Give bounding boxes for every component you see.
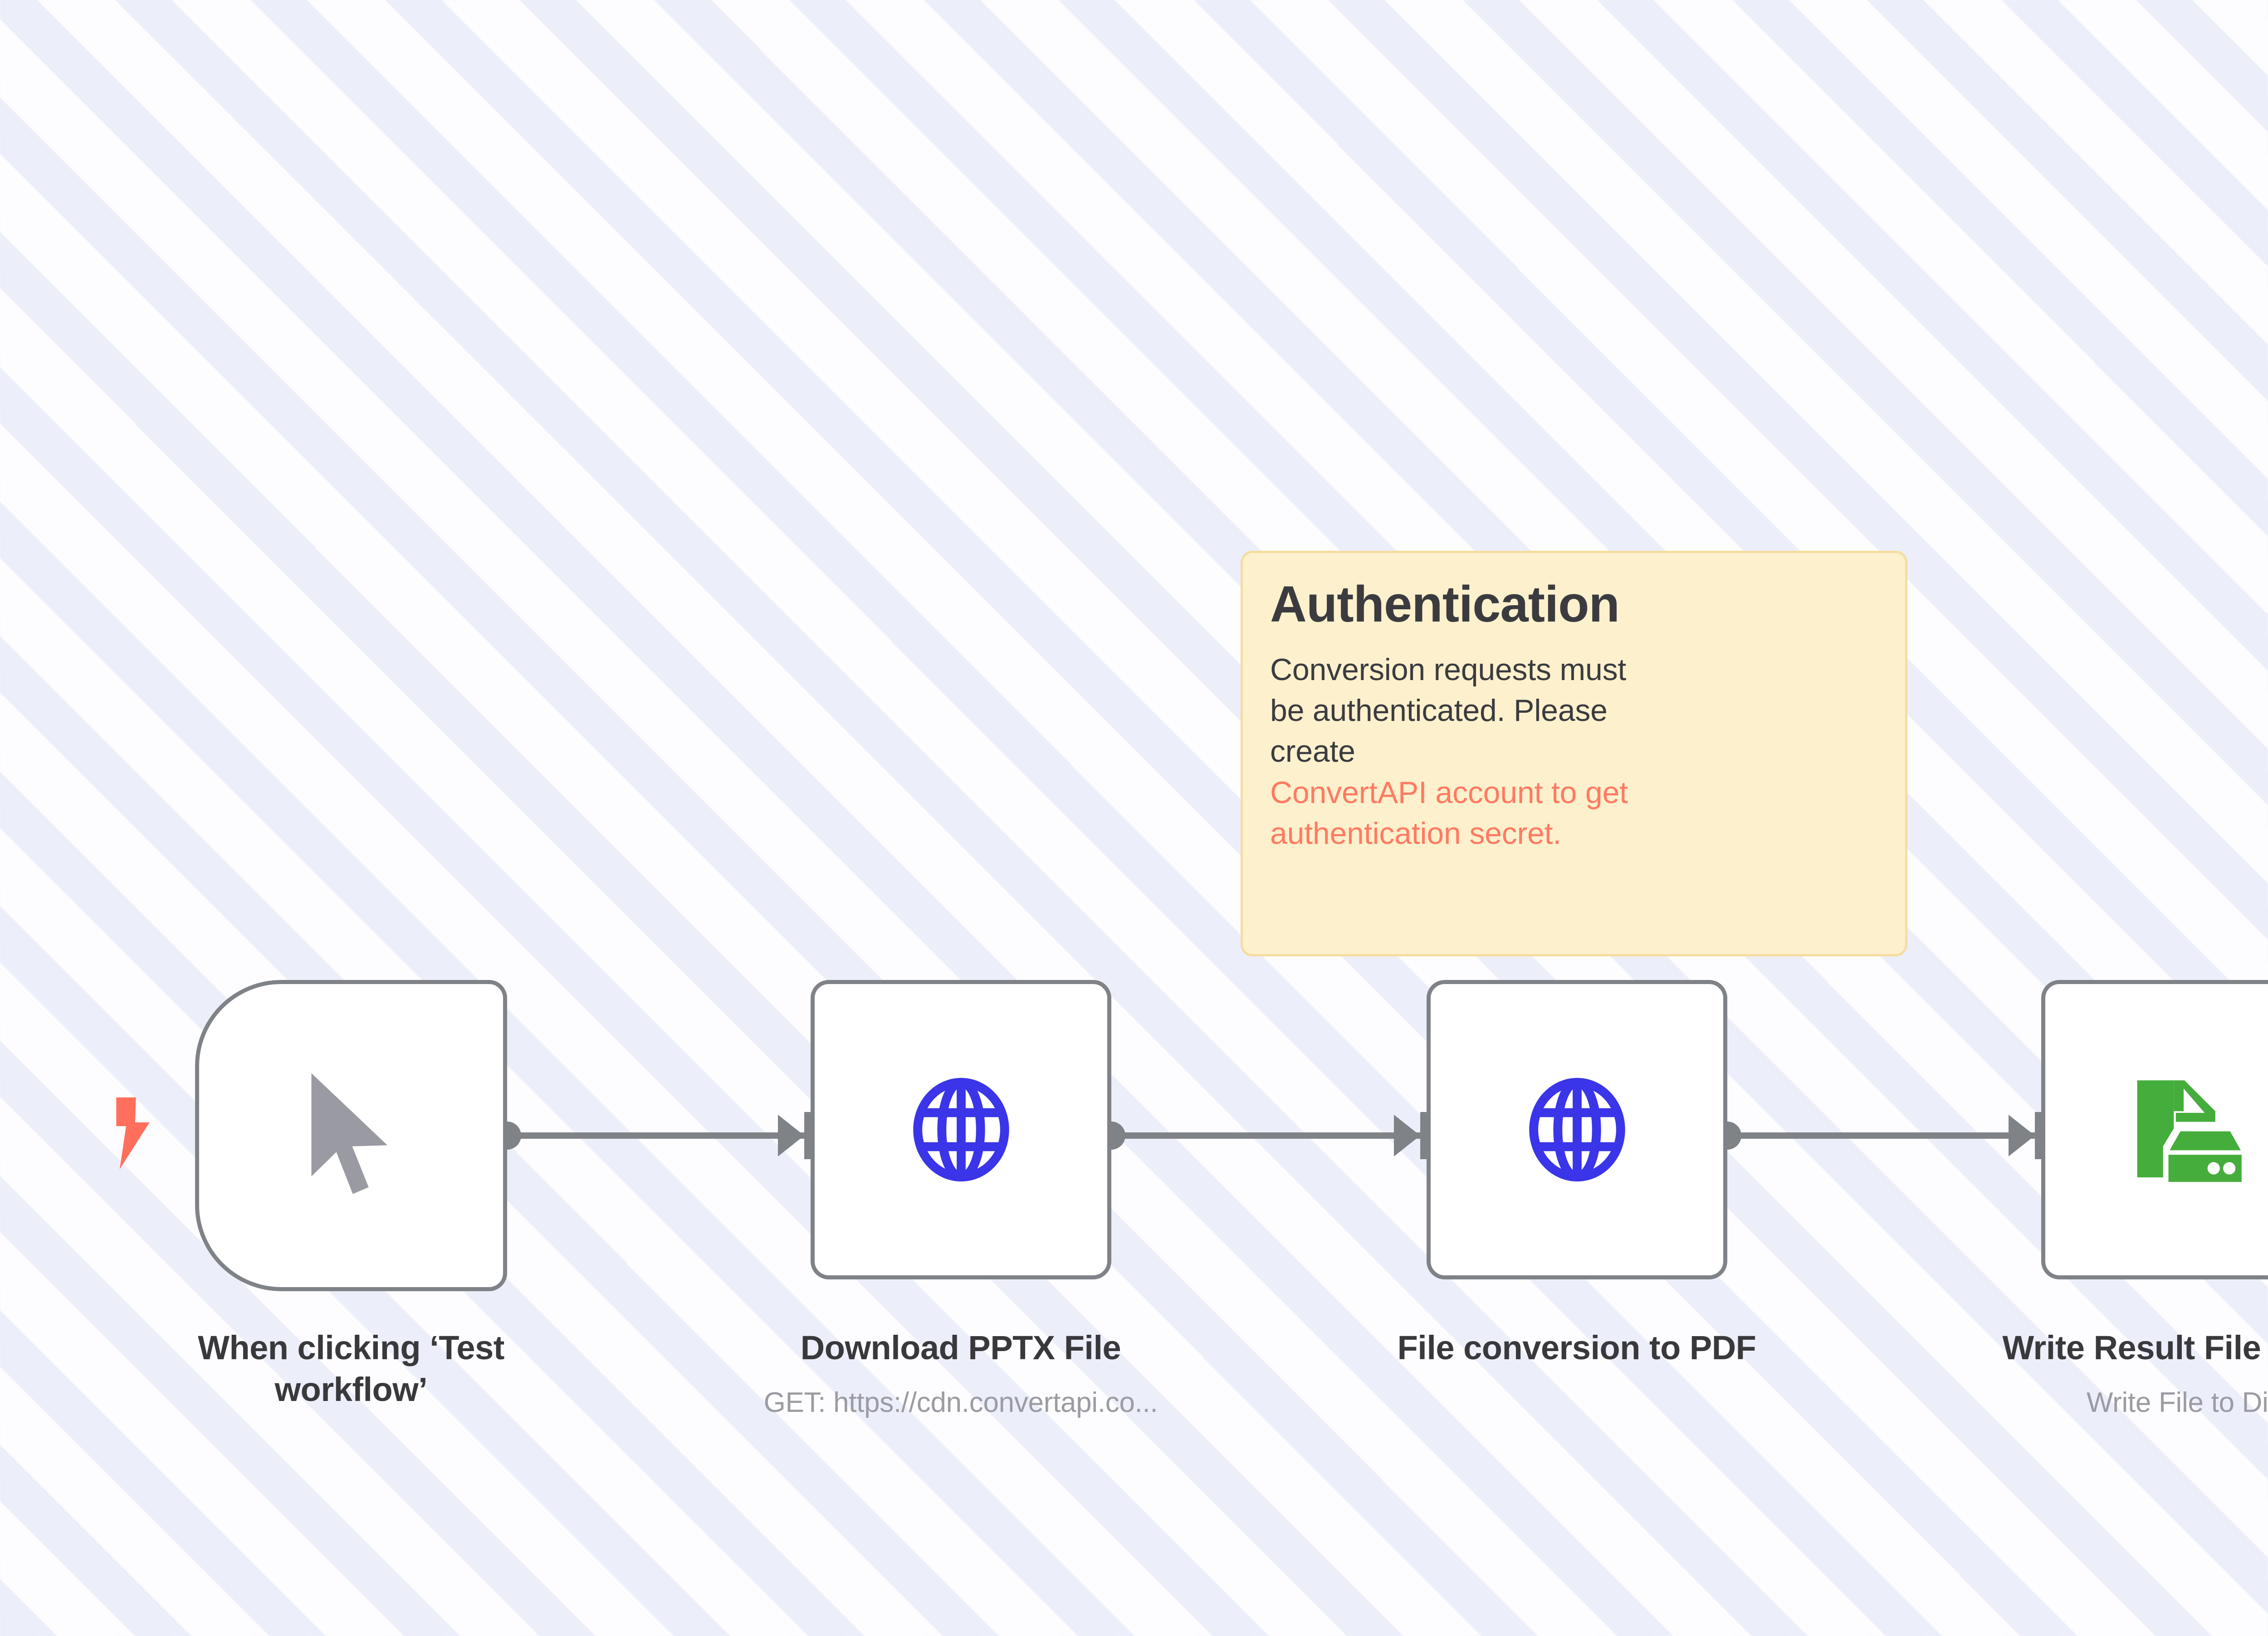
sticky-note-clipped-line[interactable]: authentication secret. [1270, 816, 1561, 851]
sticky-note-body-line-3: create [1270, 734, 1355, 769]
node-subtitle-write-result: Write File to Disk [2087, 1387, 2268, 1418]
node-file-conversion-to-pdf[interactable] [1427, 980, 1727, 1279]
node-download-pptx-file[interactable] [811, 980, 1111, 1279]
globe-icon [1520, 1073, 1634, 1186]
input-arrow-write [2009, 1115, 2035, 1156]
sticky-note[interactable]: Authentication Conversion requests must … [1241, 551, 1907, 956]
sticky-note-body-line-1: Conversion requests must [1270, 652, 1627, 687]
connection-conversion-to-write[interactable] [1727, 1132, 2052, 1139]
sticky-note-title: Authentication [1270, 576, 1620, 632]
node-trigger-when-clicking-test-workflow[interactable] [195, 980, 507, 1291]
node-label-trigger-line-1: When clicking ‘Test [198, 1329, 504, 1367]
input-arrow-conversion [1394, 1115, 1420, 1156]
node-label-file-conversion: File conversion to PDF [1397, 1329, 1756, 1367]
globe-icon [904, 1073, 1018, 1186]
sticky-note-body: Conversion requests must be authenticate… [1270, 649, 1878, 854]
node-label-trigger: When clicking ‘Test workflow’ [102, 1327, 601, 1411]
input-arrow-download [778, 1115, 804, 1156]
node-write-result-file-to-disk[interactable] [2041, 980, 2268, 1279]
node-label-write-result: Write Result File to Disk [2002, 1329, 2268, 1367]
connection-trigger-to-download[interactable] [507, 1132, 820, 1139]
cursor-pointer-icon [294, 1068, 408, 1204]
lightning-bolt-icon [110, 1097, 156, 1170]
node-subtitle-download-pptx: GET: https://cdn.convertapi.co... [763, 1387, 1158, 1418]
file-to-disk-icon [2121, 1064, 2252, 1195]
sticky-note-link[interactable]: ConvertAPI account to get [1270, 775, 1628, 810]
connection-download-to-conversion[interactable] [1111, 1132, 1436, 1139]
node-label-trigger-line-2: workflow’ [274, 1370, 428, 1408]
node-label-download-pptx: Download PPTX File [800, 1329, 1121, 1367]
sticky-note-body-line-2: be authenticated. Please [1270, 693, 1608, 728]
